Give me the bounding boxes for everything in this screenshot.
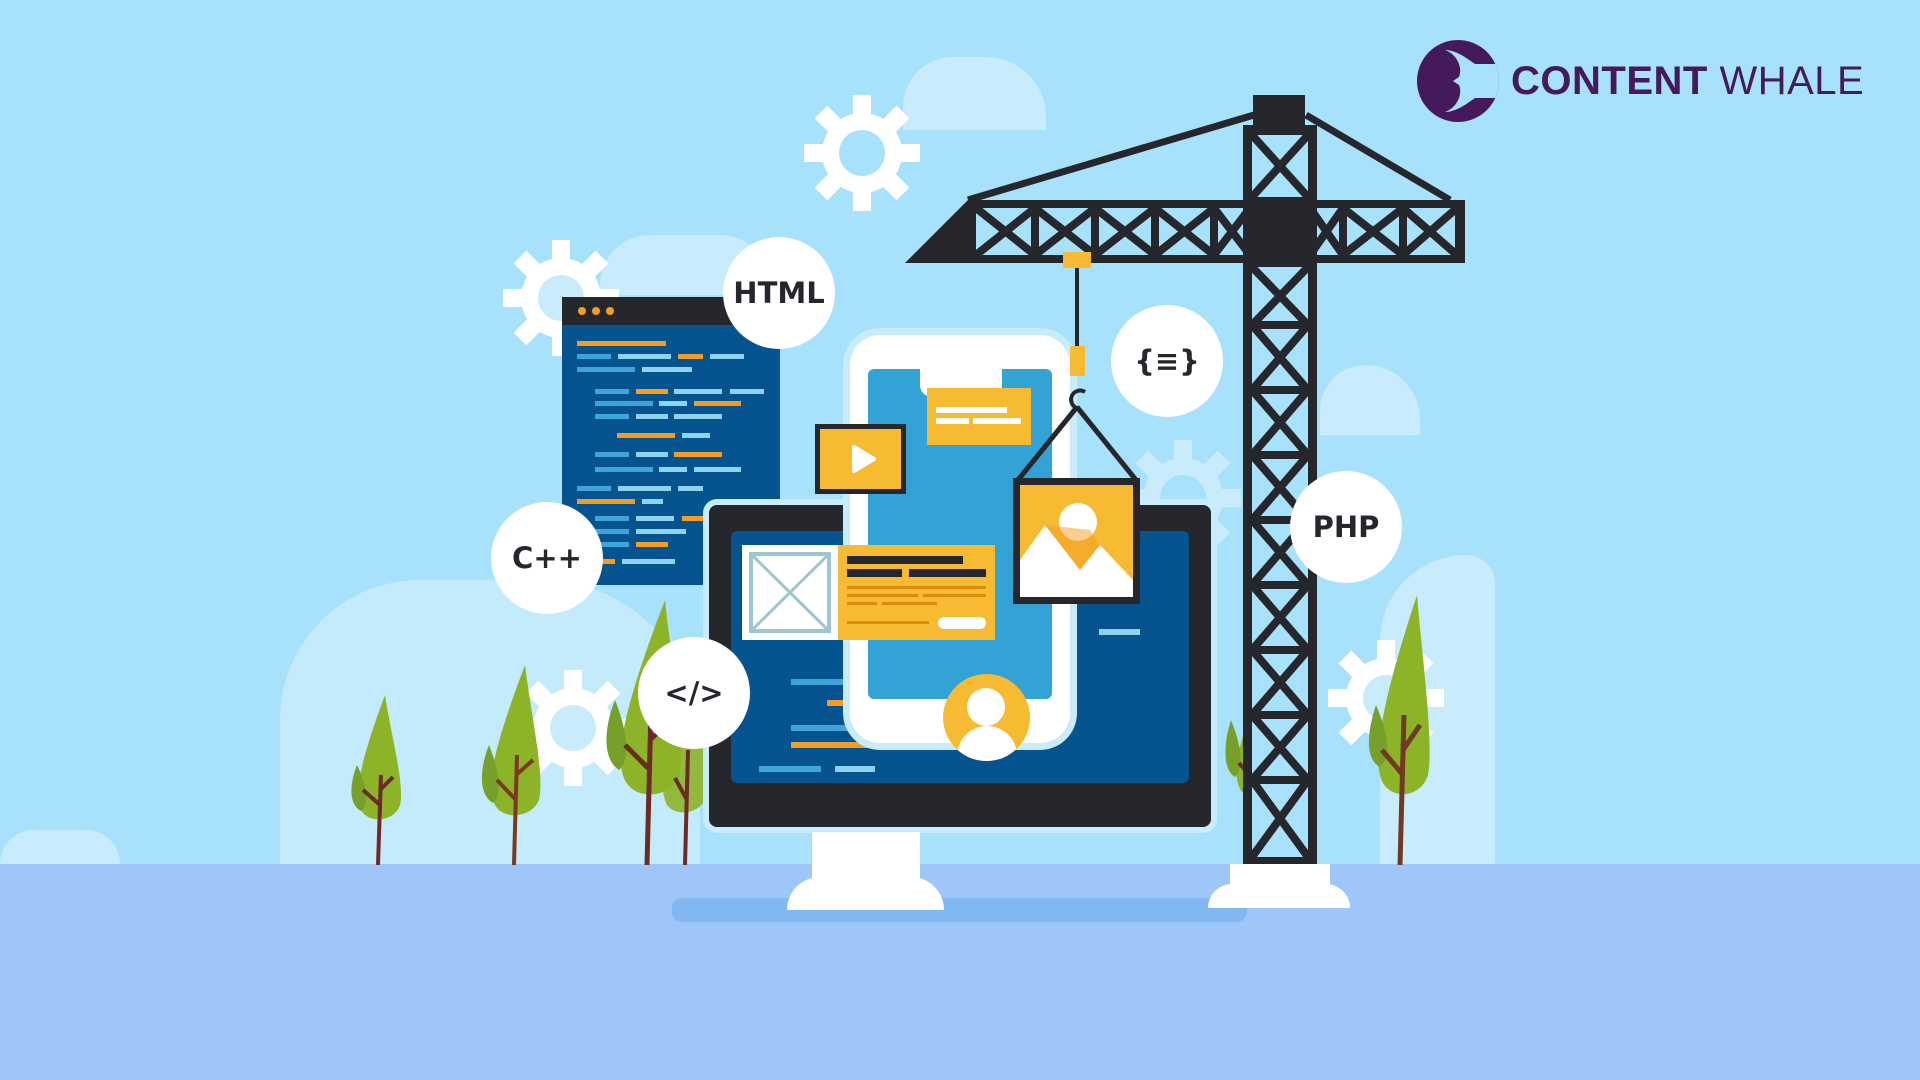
hanging-picture bbox=[1013, 478, 1140, 604]
monitor-stand-base bbox=[787, 877, 944, 910]
window-dot bbox=[606, 307, 614, 315]
mountain-icon bbox=[1020, 525, 1133, 597]
content-card bbox=[742, 545, 995, 640]
image-placeholder-icon bbox=[742, 545, 838, 640]
php-badge: PHP bbox=[1290, 471, 1402, 583]
user-avatar-icon bbox=[943, 674, 1030, 761]
ground bbox=[0, 864, 1920, 1080]
brand-name: CONTENT WHALE bbox=[1511, 58, 1865, 103]
card-button bbox=[938, 617, 986, 629]
cloud-icon bbox=[903, 57, 1046, 130]
window-dot bbox=[578, 307, 586, 315]
brand-logo[interactable]: CONTENT WHALE bbox=[1417, 40, 1864, 122]
tree-icon bbox=[481, 665, 541, 865]
tree-icon bbox=[351, 695, 402, 865]
play-icon bbox=[852, 445, 876, 473]
code-tag-badge: </> bbox=[638, 637, 750, 749]
video-player bbox=[815, 424, 906, 494]
cpp-badge: C++ bbox=[491, 502, 603, 614]
crane-base bbox=[1208, 884, 1350, 908]
gear-icon bbox=[804, 95, 920, 211]
whale-tail-logo-icon bbox=[1417, 40, 1499, 122]
json-braces-badge: {≡} bbox=[1111, 305, 1223, 417]
message-card bbox=[927, 388, 1031, 445]
window-dot bbox=[592, 307, 600, 315]
ground-shadow bbox=[672, 898, 1247, 922]
html-badge: HTML bbox=[723, 237, 835, 349]
cloud-icon bbox=[0, 830, 120, 864]
tree-icon bbox=[1368, 595, 1430, 865]
